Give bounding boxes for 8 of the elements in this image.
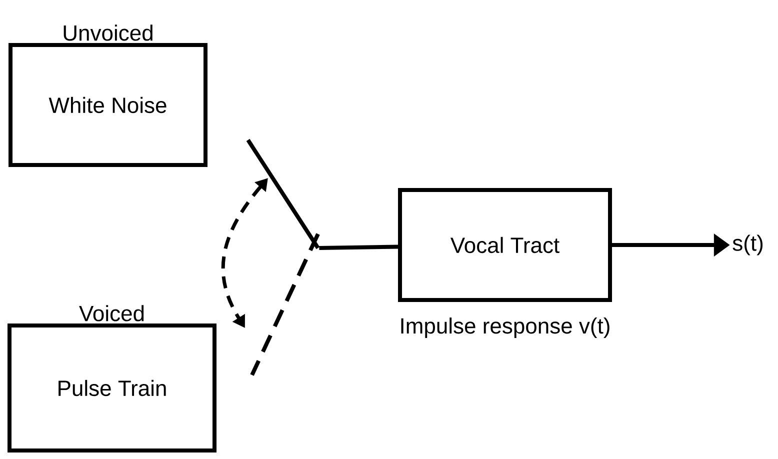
signal-label: s(t) [732,234,763,256]
caption-label: Impulse response v(t) [401,318,610,338]
block-box: Pulse Train [8,324,216,452]
block-box: White Noise [8,43,208,167]
caption-label: Unvoiced [64,24,152,41]
block-box: Vocal Tract [398,188,612,302]
switch-symbol [246,138,320,376]
caption-label: Voiced [79,305,144,322]
